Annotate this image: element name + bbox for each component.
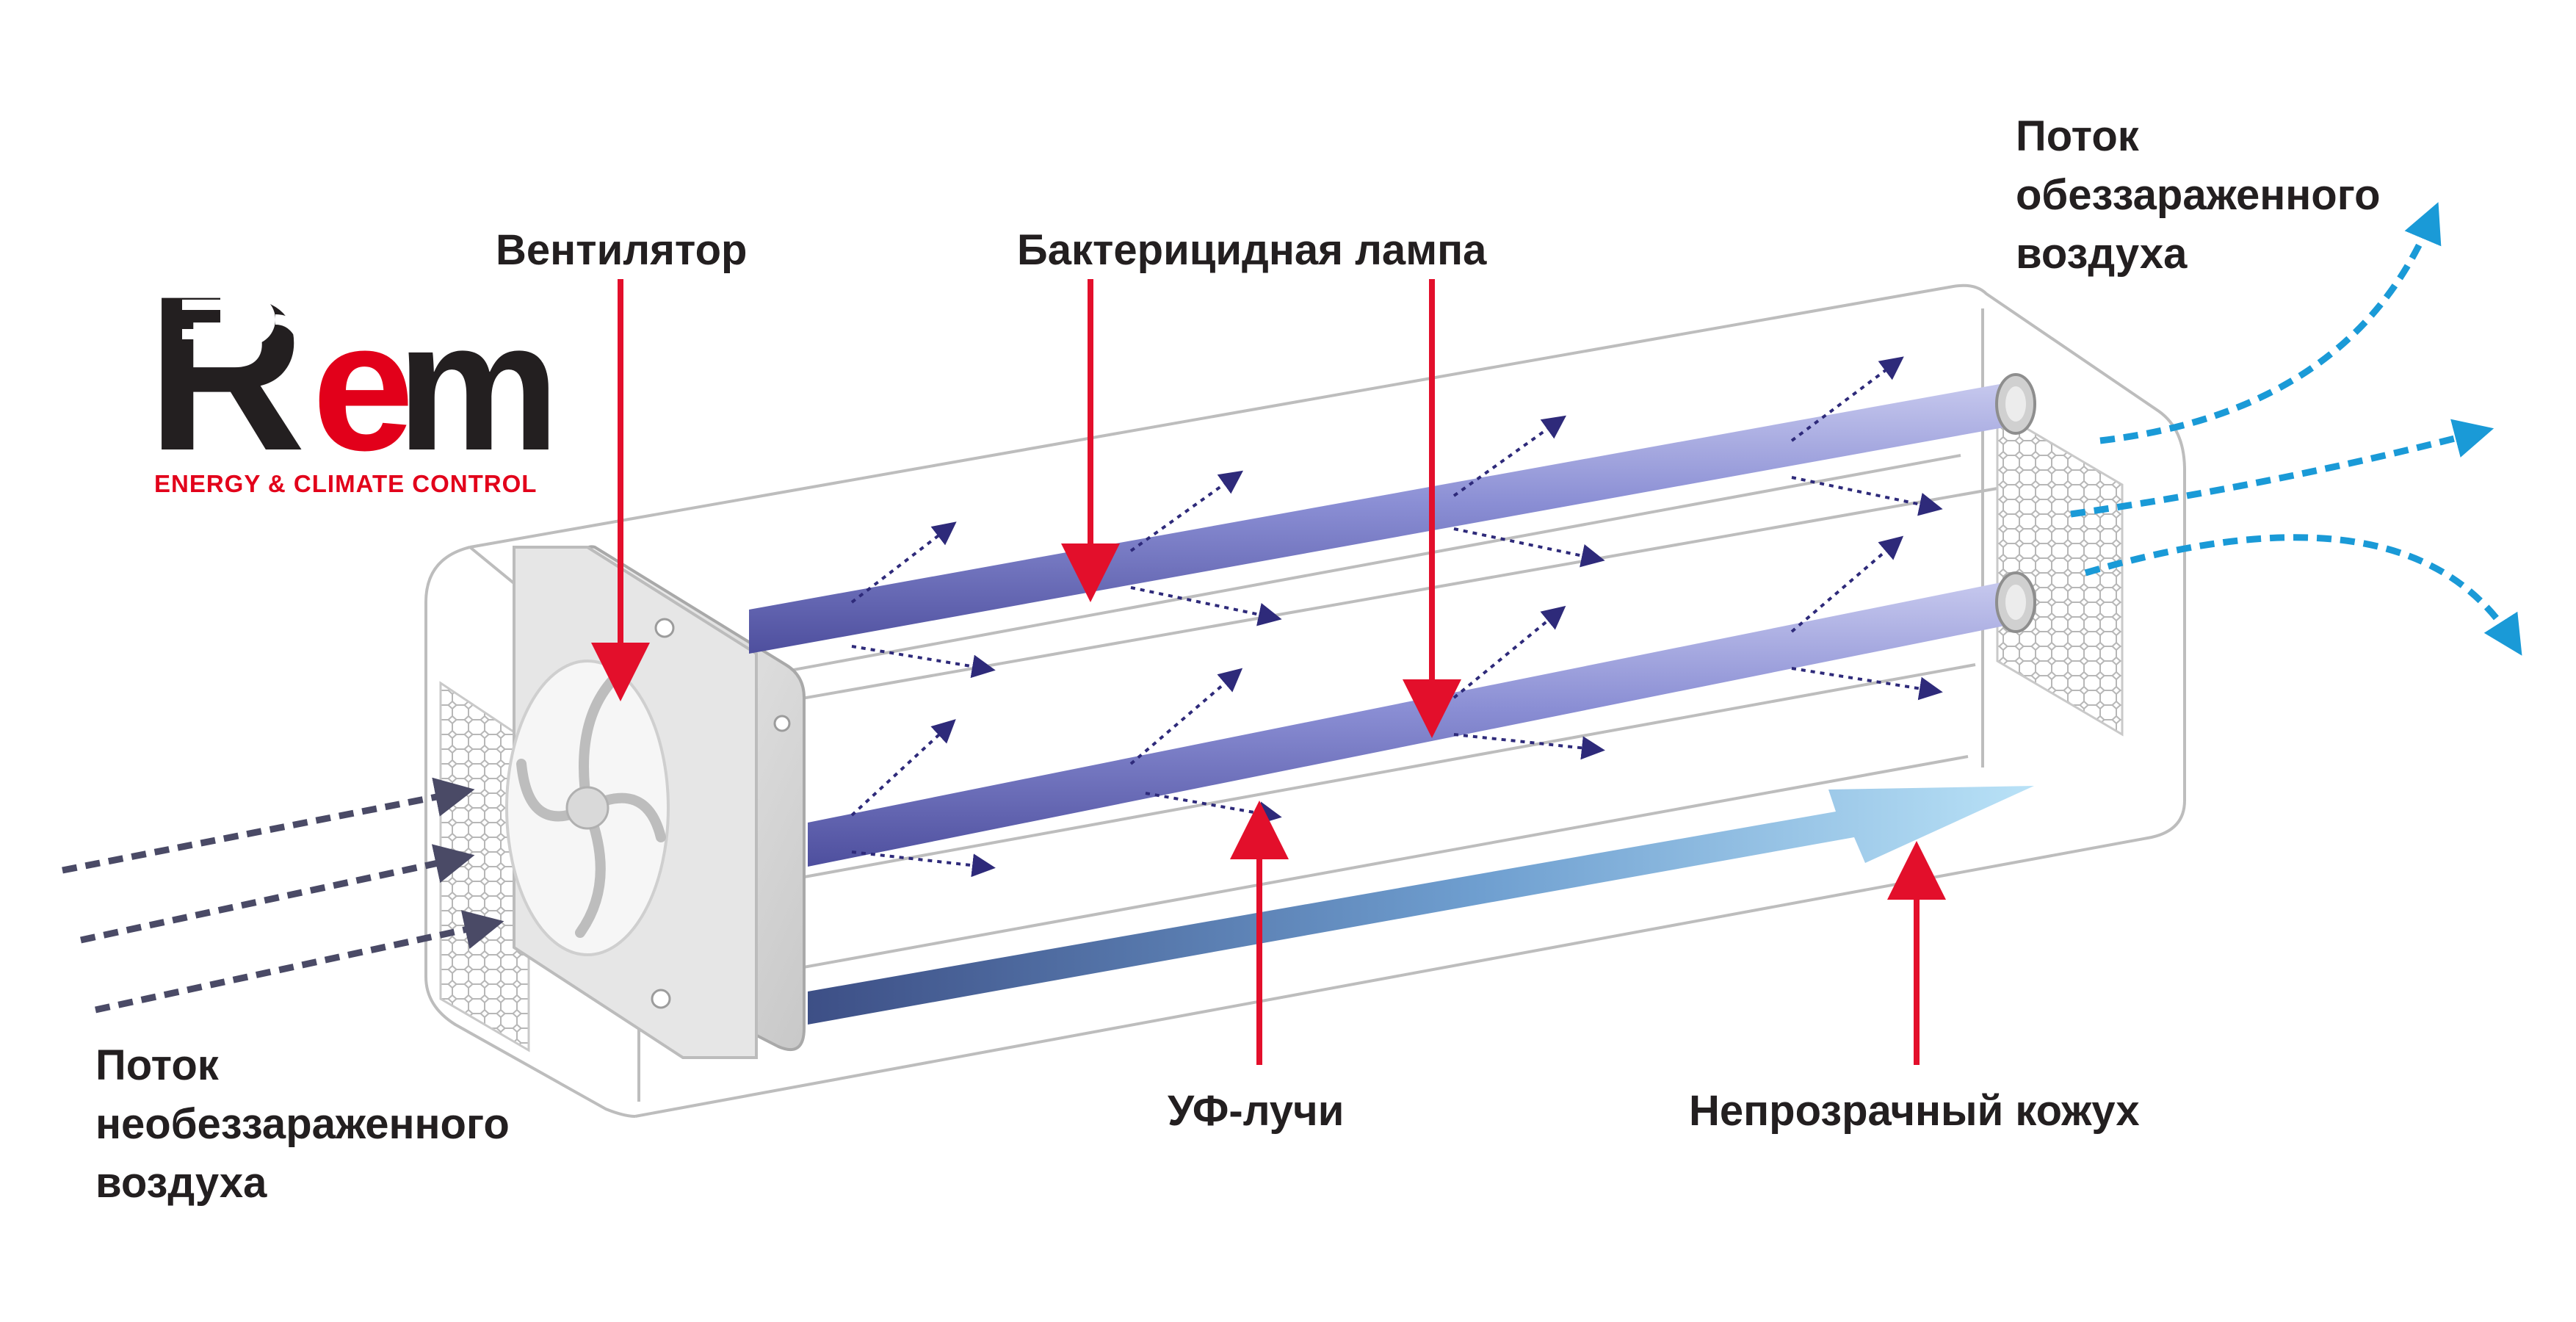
label-lamp: Бактерицидная лампа: [1017, 226, 1487, 274]
logo-letter-e: e: [312, 283, 414, 488]
outlet-air-arrows: [2070, 202, 2522, 656]
outlet-grille: [1996, 409, 2124, 737]
company-logo: R e m ENERGY & CLIMATE CONTROL: [147, 250, 560, 497]
label-housing: Непрозрачный кожух: [1689, 1087, 2140, 1135]
label-dirty-air-1: Поток: [95, 1041, 220, 1089]
lamp-upper: [749, 373, 2036, 654]
fan: [505, 545, 806, 1059]
label-clean-air-2: обеззараженного: [2016, 171, 2381, 219]
logo-tagline: ENERGY & CLIMATE CONTROL: [154, 470, 537, 497]
logo-letter-r: R: [147, 250, 306, 496]
internal-airflow-arrow: [808, 786, 2034, 1025]
label-clean-air-1: Поток: [2016, 112, 2140, 160]
label-dirty-air-2: необеззараженного: [95, 1100, 510, 1148]
label-fan: Вентилятор: [496, 226, 747, 274]
label-uv-rays: УФ-лучи: [1168, 1087, 1344, 1135]
pointer-arrows: [591, 279, 1946, 1065]
logo-letter-m: m: [397, 283, 560, 488]
plug-icon: [182, 294, 351, 398]
inlet-air-arrows: [62, 777, 504, 1014]
label-dirty-air-3: воздуха: [95, 1159, 267, 1207]
inlet-grille: [439, 681, 530, 1052]
label-clean-air-3: воздуха: [2016, 230, 2188, 278]
